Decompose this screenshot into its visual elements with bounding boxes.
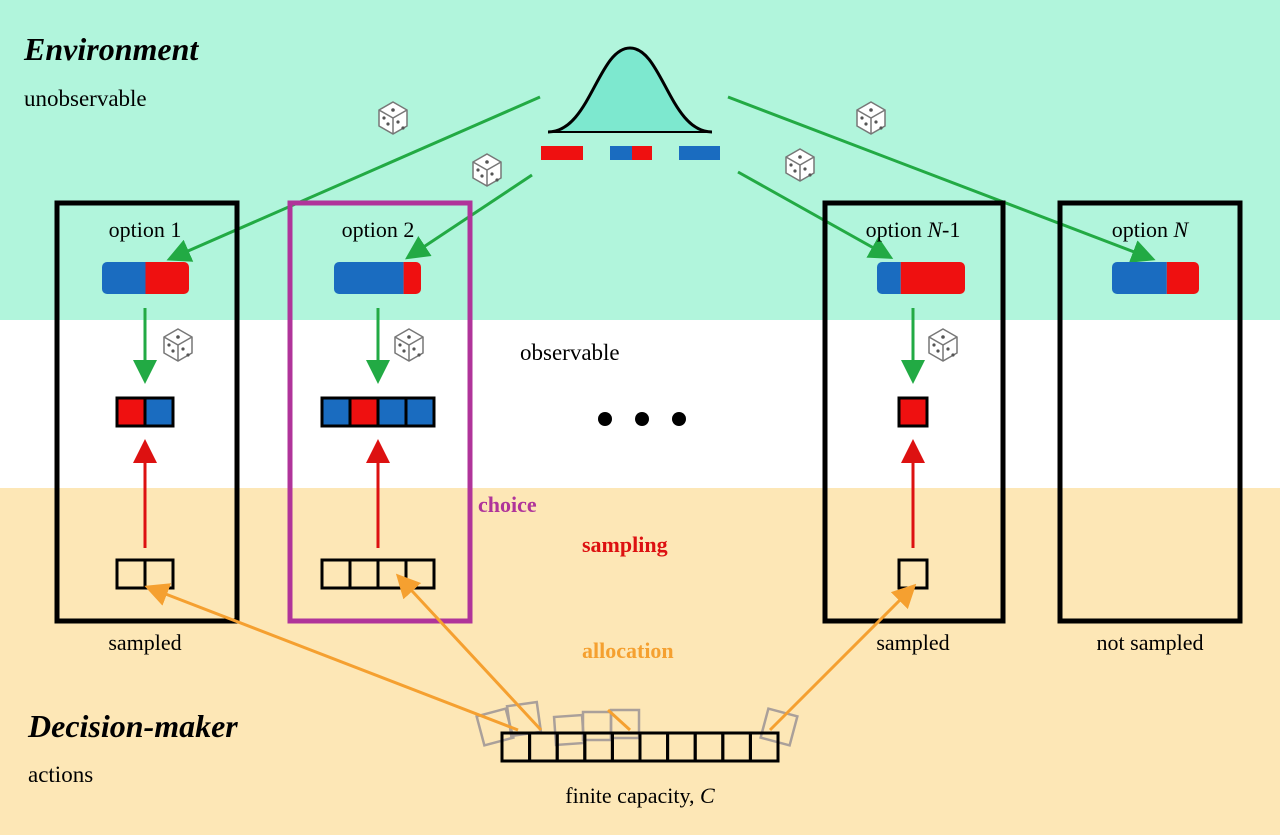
distribution-curve-icon <box>547 46 713 134</box>
dice-icon <box>785 148 815 182</box>
decision-maker-subtitle: actions <box>28 762 93 787</box>
capacity-label: finite capacity, C <box>565 783 715 808</box>
observed-samples <box>320 396 436 428</box>
environment-subtitle: unobservable <box>24 86 147 111</box>
allocation-arrow-option-n-1 <box>768 583 917 732</box>
option-frame-chosen <box>287 200 473 624</box>
sample-cell-blue <box>404 396 436 428</box>
observed-samples <box>115 396 175 428</box>
ellipsis-dots-icon <box>598 412 686 426</box>
sample-cell-red <box>348 396 380 428</box>
option-frame <box>54 200 240 624</box>
option-4: option N not sampled <box>1057 200 1243 655</box>
sample-cell-red <box>115 396 147 428</box>
bar-blue-segment <box>1112 262 1167 294</box>
dice-icon <box>163 328 193 362</box>
option-frame <box>1057 200 1243 624</box>
option-probability-bar <box>102 262 189 294</box>
dice-icon <box>472 153 502 187</box>
option-3: option N-1 sampled <box>822 200 1006 655</box>
dice-icon <box>856 101 886 135</box>
bar-blue-segment <box>877 262 901 294</box>
option-2: option 2 <box>287 200 473 624</box>
option-1: option 1 sampled <box>54 200 240 655</box>
dice-icon <box>378 101 408 135</box>
allocation-arrow-option-2-b <box>606 708 632 732</box>
observed-samples <box>897 396 929 428</box>
env-arrow-option-n <box>727 95 1156 263</box>
bar-red-segment <box>145 262 189 294</box>
option-label: option 1 <box>109 217 182 242</box>
choice-label: choice <box>478 492 537 517</box>
sample-cell-red <box>897 396 929 428</box>
observable-label: observable <box>520 340 620 365</box>
option-status-label: not sampled <box>1097 630 1204 655</box>
capacity-bar <box>500 731 780 763</box>
decision-maker-region <box>0 488 1280 835</box>
option-status-label: sampled <box>876 630 949 655</box>
option-label: option N <box>1112 217 1190 242</box>
option-label: option N-1 <box>866 217 961 242</box>
dice-icon <box>394 328 424 362</box>
decision-maker-title: Decision-maker <box>27 708 238 744</box>
observable-region <box>0 320 1280 488</box>
option-probability-bar <box>1112 262 1199 294</box>
bar-blue-segment <box>334 262 404 294</box>
option-status-label: sampled <box>108 630 181 655</box>
env-arrow-option-n-1 <box>737 170 894 259</box>
dice-icon <box>928 328 958 362</box>
distribution-samples <box>541 146 720 160</box>
environment-title: Environment <box>23 31 199 67</box>
capacity-slot <box>748 731 780 763</box>
sampling-label: sampling <box>582 532 668 557</box>
bar-red-segment <box>1166 262 1199 294</box>
allocation-arrow-option-1 <box>144 583 519 732</box>
option-probability-bar <box>877 262 965 294</box>
sample-cell-blue <box>320 396 352 428</box>
option-probability-bar <box>334 262 421 294</box>
bar-blue-segment <box>102 262 146 294</box>
env-arrow-option-1 <box>166 95 541 262</box>
sample-cell-blue <box>376 396 408 428</box>
allocation-label: allocation <box>582 638 674 663</box>
bar-red-segment <box>900 262 965 294</box>
sample-cell-blue <box>143 396 175 428</box>
allocation-arrow-option-2 <box>395 573 543 732</box>
option-frame <box>822 200 1006 624</box>
bar-red-segment <box>403 262 421 294</box>
option-label: option 2 <box>342 217 415 242</box>
